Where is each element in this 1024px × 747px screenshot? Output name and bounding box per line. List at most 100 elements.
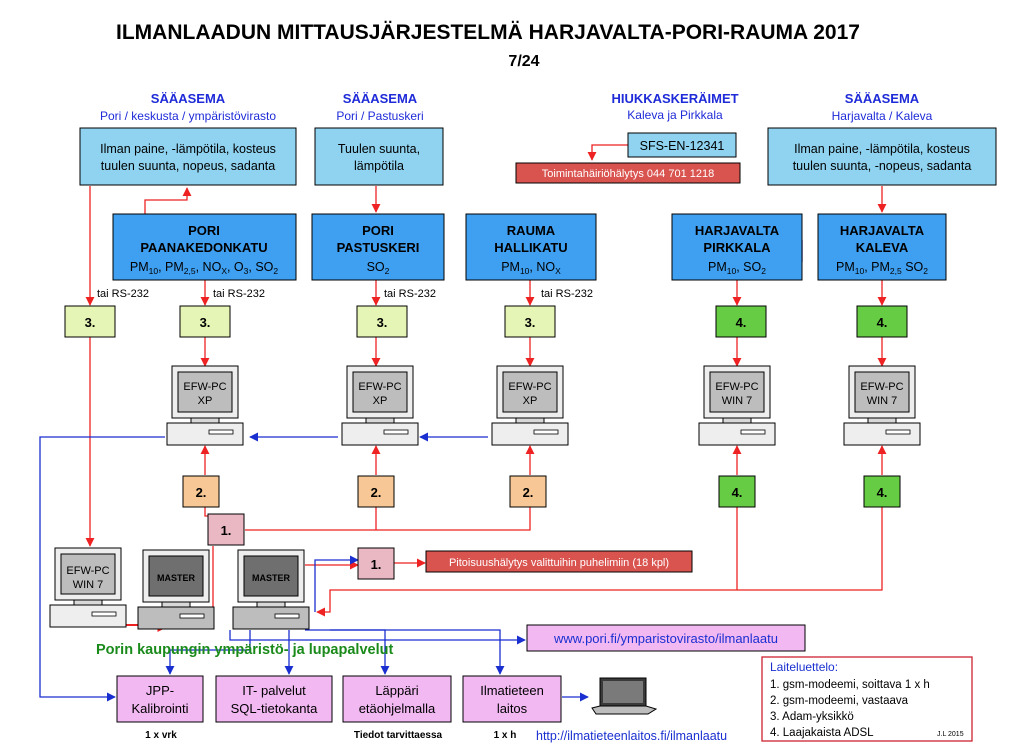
svg-text:SQL-tietokanta: SQL-tietokanta: [231, 701, 318, 716]
weather-station-line2: lämpötila: [354, 159, 404, 173]
organization-label: Porin kaupungin ympäristö- ja lupapalvel…: [96, 642, 393, 658]
service-jpp-calibration: JPP- Kalibrointi 1 x vrk: [116, 675, 204, 741]
adsl-unit: 4.: [863, 475, 901, 508]
svg-text:3.: 3.: [377, 315, 388, 330]
standard-label: SFS-EN-12341: [640, 139, 725, 153]
svg-text:EFW-PC: EFW-PC: [66, 565, 109, 577]
site-name-1: HARJAVALTA: [840, 223, 925, 238]
service-fmi: Ilmatieteen laitos 1 x h: [462, 675, 562, 741]
site-measurements: SO2: [367, 260, 390, 276]
rs232-label: tai RS-232: [97, 288, 149, 300]
svg-text:WIN 7: WIN 7: [867, 395, 898, 407]
service-frequency: Tiedot tarvittaessa: [354, 730, 443, 741]
service-frequency: 1 x h: [494, 730, 517, 741]
credit: J.L 2015: [937, 731, 964, 738]
svg-text:www.pori.fi/ymparistovirasto/i[interactable]: www.pori.fi/ymparistovirasto/ilmanlaatu: [553, 631, 778, 646]
site-name-2: PIRKKALA: [703, 240, 771, 255]
legend-item: 2. gsm-modeemi, vastaava: [770, 695, 909, 707]
site-measurements: PM10, PM2,5, NOX, O3, SO2: [130, 260, 279, 276]
svg-text:Pitoisuushälytys valittuihin p: Pitoisuushälytys valittuihin puhelimiin …: [449, 557, 669, 569]
site-rauma-hallikatu: RAUMA HALLIKATU PM10, NOX: [465, 213, 597, 281]
adsl-unit: 4.: [715, 305, 767, 338]
svg-text:3.: 3.: [525, 315, 536, 330]
adsl-unit: 4.: [718, 475, 756, 508]
svg-text:MASTER: MASTER: [252, 573, 291, 583]
pori-web-link[interactable]: www.pori.fi/ymparistovirasto/ilmanlaatu: [526, 624, 806, 652]
weather-station-line1: Ilman paine, -lämpötila, kosteus: [794, 142, 970, 156]
master-server-2: MASTER: [232, 549, 310, 630]
particle-collectors-place: Kaleva ja Pirkkala: [627, 108, 723, 122]
rs232-label: tai RS-232: [541, 288, 593, 300]
site-pc: EFW-PC XP: [166, 365, 244, 446]
adsl-unit: 4.: [856, 305, 908, 338]
gsm-modem-answering: 2.: [357, 475, 395, 508]
service-it-sql: IT- palvelut SQL-tietokanta: [215, 675, 333, 723]
site-measurements: PM10, SO2: [708, 260, 766, 276]
svg-text:1.: 1.: [221, 523, 232, 538]
svg-text:JPP-: JPP-: [146, 683, 174, 698]
gsm-modem-calling: 1.: [207, 513, 245, 546]
svg-text:4.: 4.: [732, 485, 743, 500]
weather-station-heading: SÄÄASEMA: [151, 91, 226, 106]
svg-text:WIN 7: WIN 7: [722, 395, 753, 407]
rs232-label: tai RS-232: [384, 288, 436, 300]
weather-station-pori-keskusta: SÄÄASEMA Pori / keskusta / ympäristövira…: [79, 91, 297, 186]
svg-text:2.: 2.: [523, 485, 534, 500]
svg-text:etäohjelmalla: etäohjelmalla: [359, 701, 436, 716]
svg-text:XP: XP: [523, 395, 538, 407]
concentration-alarm: Pitoisuushälytys valittuihin puhelimiin …: [425, 550, 693, 573]
svg-text:Läppäri: Läppäri: [375, 683, 418, 698]
site-pc: EFW-PC WIN 7: [698, 365, 776, 446]
svg-text:laitos: laitos: [497, 701, 528, 716]
site-pc: EFW-PC XP: [491, 365, 569, 446]
svg-text:3.: 3.: [85, 315, 96, 330]
svg-text:EFW-PC: EFW-PC: [183, 381, 226, 393]
legend-item: 1. gsm-modeemi, soittava 1 x h: [770, 679, 930, 691]
svg-text:4.: 4.: [877, 315, 888, 330]
weather-station-place: Pori / keskusta / ympäristövirasto: [100, 109, 276, 123]
adam-unit: 3.: [356, 305, 408, 338]
site-harjavalta-pirkkala: HARJAVALTA PIRKKALA PM10, SO2: [671, 213, 803, 281]
svg-text:Ilmatieteen: Ilmatieteen: [480, 683, 544, 698]
laptop-icon: [591, 677, 658, 715]
connection-lines: [39, 144, 887, 702]
svg-text:MASTER: MASTER: [157, 573, 196, 583]
weather-station-heading: SÄÄASEMA: [343, 91, 418, 106]
master-pc-win7: EFW-PC WIN 7: [49, 547, 127, 628]
fmi-web-link[interactable]: http://ilmatieteenlaitos.fi/ilmanlaatu: [536, 729, 727, 743]
weather-station-place: Pori / Pastuskeri: [336, 109, 423, 123]
site-name-1: HARJAVALTA: [695, 223, 780, 238]
weather-station-line2: tuulen suunta, -nopeus, sadanta: [793, 159, 972, 173]
adam-unit: 3.: [504, 305, 556, 338]
equipment-legend: Laiteluettelo: 1. gsm-modeemi, soittava …: [761, 656, 973, 742]
svg-text:2.: 2.: [196, 485, 207, 500]
svg-text:XP: XP: [373, 395, 388, 407]
gsm-modem-answering: 2.: [182, 475, 220, 508]
site-pori-paanakedonkatu: PORI PAANAKEDONKATU PM10, PM2,5, NOX, O3…: [112, 213, 297, 281]
service-frequency: 1 x vrk: [145, 730, 177, 741]
svg-text:EFW-PC: EFW-PC: [715, 381, 758, 393]
site-harjavalta-kaleva: HARJAVALTA KALEVA PM10, PM2,5 SO2: [817, 213, 947, 281]
svg-text:4.: 4.: [877, 485, 888, 500]
site-name-1: PORI: [362, 223, 394, 238]
site-measurements: PM10, NOX: [501, 260, 561, 276]
svg-text:WIN 7: WIN 7: [73, 579, 104, 591]
site-name-2: PAANAKEDONKATU: [140, 240, 267, 255]
svg-text:EFW-PC: EFW-PC: [508, 381, 551, 393]
rs232-label: tai RS-232: [213, 288, 265, 300]
malfunction-alarm: Toimintahäiriöhälytys 044 701 1218: [542, 168, 714, 180]
svg-text:EFW-PC: EFW-PC: [358, 381, 401, 393]
site-pc: EFW-PC XP: [341, 365, 419, 446]
service-laptop-remote: Läppäri etäohjelmalla Tiedot tarvittaess…: [342, 675, 452, 741]
page-subtitle: 7/24: [508, 53, 539, 70]
site-name-2: HALLIKATU: [494, 240, 567, 255]
svg-text:IT- palvelut: IT- palvelut: [242, 683, 306, 698]
page-title: ILMANLAADUN MITTAUSJÄRJESTELMÄ HARJAVALT…: [116, 21, 860, 44]
weather-station-place: Harjavalta / Kaleva: [832, 109, 933, 123]
site-pc: EFW-PC WIN 7: [843, 365, 921, 446]
gsm-modem-calling: 1.: [357, 547, 395, 580]
weather-station-heading: SÄÄASEMA: [845, 91, 920, 106]
particle-collectors: HIUKKASKERÄIMET Kaleva ja Pirkkala SFS-E…: [515, 91, 741, 184]
svg-text:3.: 3.: [200, 315, 211, 330]
